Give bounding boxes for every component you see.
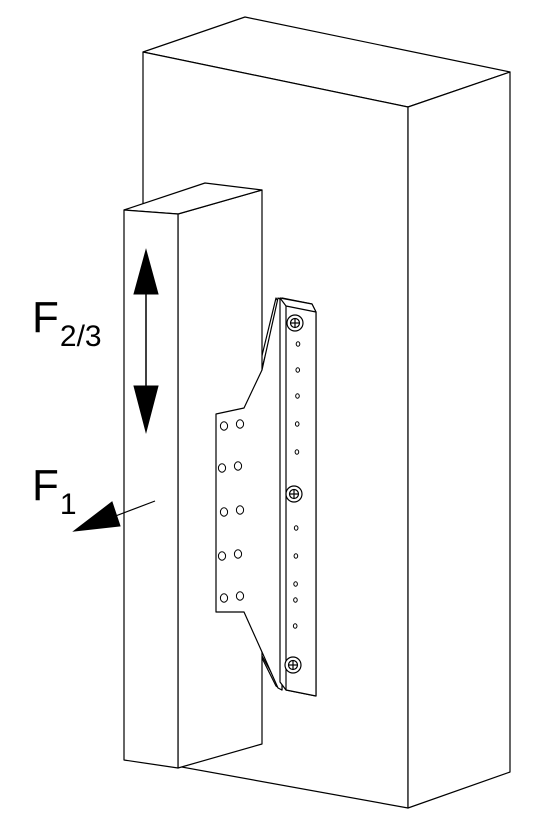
force-label-f23-symbol: F — [32, 293, 59, 342]
plate-hole — [235, 505, 245, 515]
plate-hole — [233, 461, 243, 471]
rail-hole — [293, 553, 299, 559]
mounting-plate-front — [215, 297, 283, 691]
force-arrow-f23 — [133, 248, 159, 434]
force-label-f1-subscript: 1 — [59, 488, 77, 521]
plate-hole — [217, 551, 227, 561]
force-arrow-f1 — [72, 500, 156, 532]
rail-hole — [295, 393, 300, 399]
beam-front-face — [123, 209, 179, 769]
rail-hole — [293, 525, 299, 531]
force-label-f23-subscript: 2/3 — [59, 320, 102, 353]
rail-hole — [294, 449, 300, 455]
rail-hole — [293, 597, 298, 603]
screw-top — [286, 314, 304, 332]
rail-holes — [292, 341, 301, 629]
plate-hole — [235, 419, 245, 429]
force-label-f23: F2/3 — [32, 293, 102, 352]
plate-hole — [219, 507, 229, 517]
rail-hole — [293, 581, 298, 587]
rail-hole — [295, 367, 301, 373]
plate-hole — [219, 593, 229, 603]
screw-middle — [285, 485, 303, 503]
force-label-f1-symbol: F — [32, 461, 59, 510]
force-label-f1: F1 — [32, 461, 77, 520]
rail-hole — [295, 341, 301, 347]
plate-holes — [217, 419, 245, 603]
rail-hole — [294, 421, 300, 427]
rail-hole — [292, 623, 298, 629]
plate-hole — [217, 463, 227, 473]
plate-hole — [233, 549, 243, 559]
plate-hole — [219, 421, 229, 431]
screws — [284, 314, 304, 674]
plate-hole — [235, 591, 245, 601]
wall-block-side-face — [407, 71, 511, 809]
screw-bottom — [284, 656, 302, 674]
